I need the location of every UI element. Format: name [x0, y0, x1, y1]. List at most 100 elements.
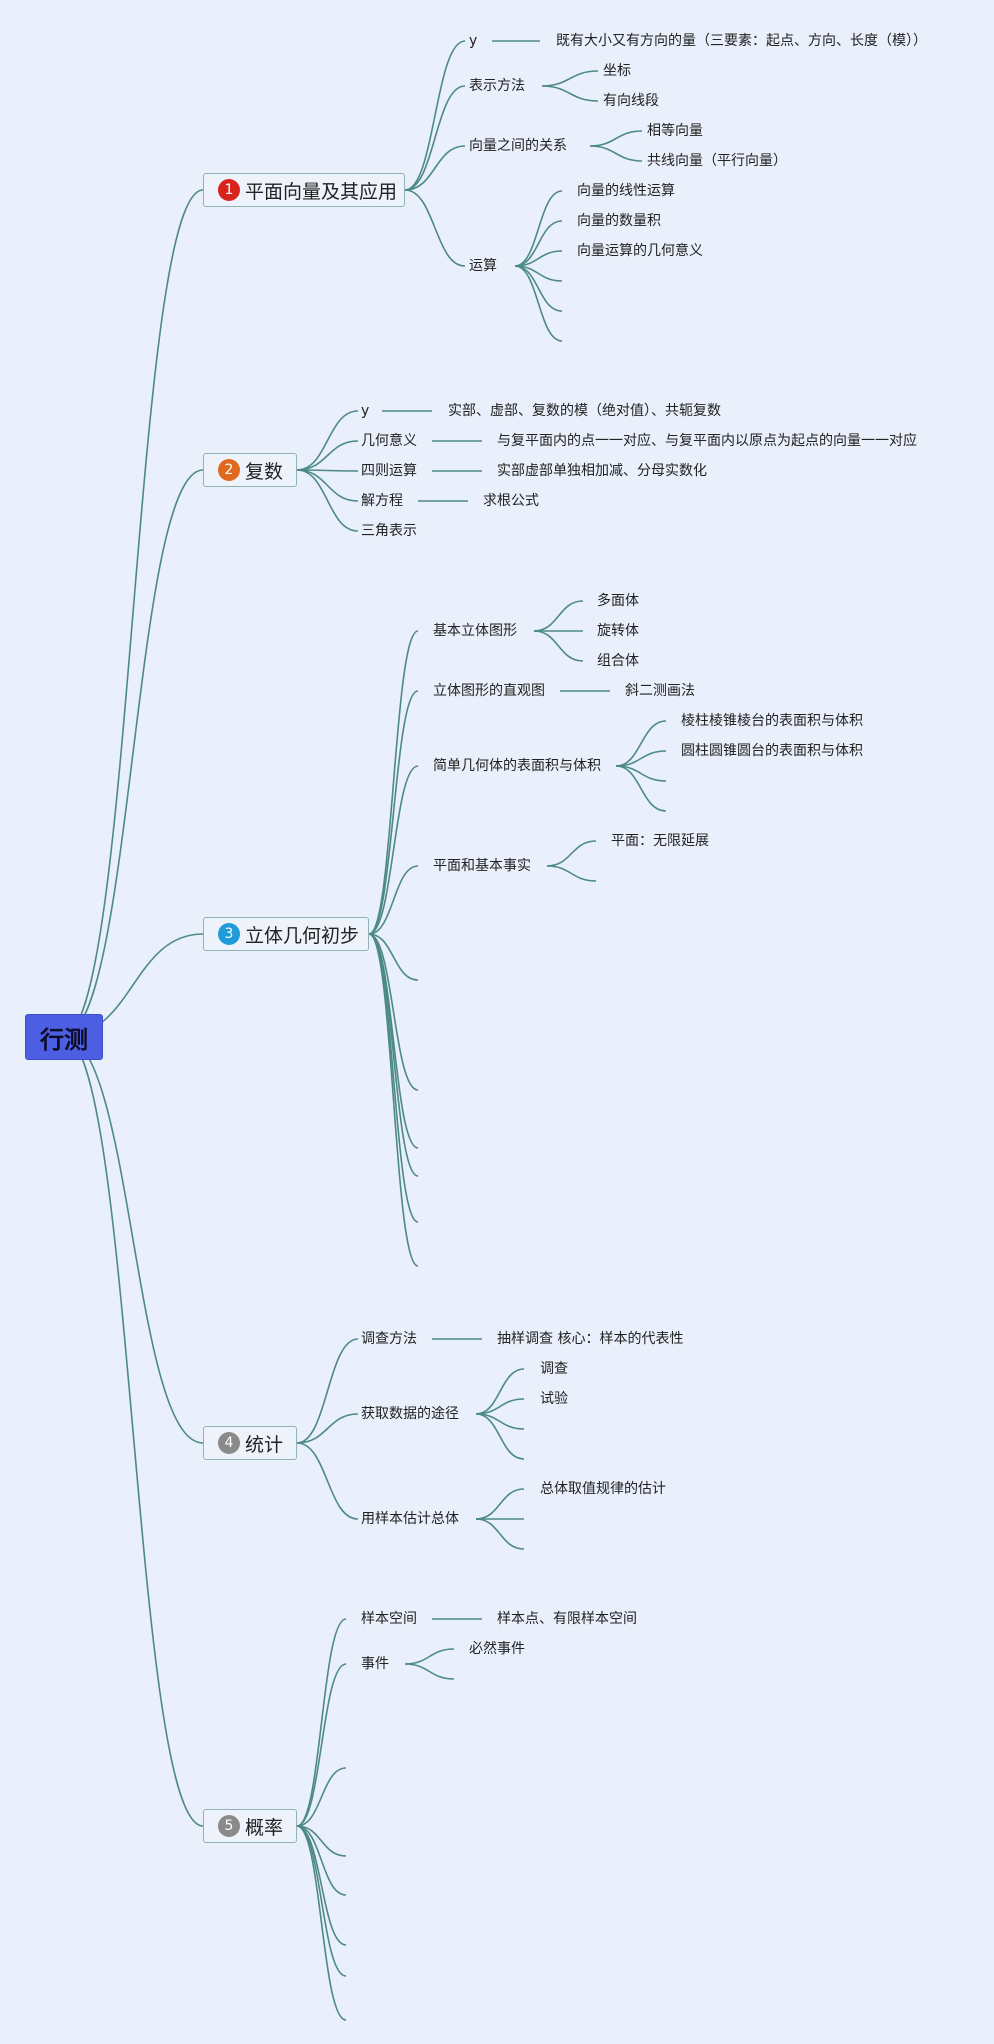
topic-to-subtopic-connector	[296, 469, 359, 502]
topic-to-subtopic-connector	[296, 1663, 347, 1827]
connector-curve	[615, 765, 667, 812]
detail-solid-of-revolution[interactable]: 旋转体	[597, 623, 639, 639]
topic-to-subtopic-connector	[296, 1767, 347, 1827]
connector-curve	[475, 1488, 525, 1520]
topic-number-badge: 2	[218, 459, 240, 481]
subtopic-sample-estimate[interactable]: 用样本估计总体	[361, 1511, 459, 1527]
detail-dot-product[interactable]: 向量的数量积	[577, 213, 661, 229]
topic-to-subtopic-connector	[296, 1825, 347, 1896]
topic-to-subtopic-connector	[296, 1338, 359, 1444]
topic-to-subtopic-connector	[368, 865, 419, 935]
detail-directed-segment[interactable]: 有向线段	[603, 93, 659, 109]
detail-geometric-meaning[interactable]: 向量运算的几何意义	[577, 243, 703, 259]
detail-plane-infinite[interactable]: 平面：无限延展	[611, 833, 709, 849]
topic-to-subtopic-connector	[296, 469, 359, 532]
detail-coordinates[interactable]: 坐标	[603, 63, 631, 79]
subtopic-data-sources[interactable]: 获取数据的途径	[361, 1406, 459, 1422]
detail-linear-operations[interactable]: 向量的线性运算	[577, 183, 675, 199]
connector-curve	[589, 145, 643, 162]
detail-polyhedron[interactable]: 多面体	[597, 593, 639, 609]
root-to-topic-connector	[62, 1035, 204, 1444]
topic-to-subtopic-connector	[296, 1618, 347, 1827]
detail-sample-points[interactable]: 样本点、有限样本空间	[497, 1611, 637, 1627]
root-label: 行测	[40, 1025, 88, 1054]
subtopic-geometric-meaning[interactable]: 几何意义	[361, 433, 417, 449]
topic-to-subtopic-connector	[404, 40, 466, 191]
detail-cylinder-cone-frustum[interactable]: 圆柱圆锥圆台的表面积与体积	[681, 743, 863, 759]
subtopic-representation[interactable]: 表示方法	[469, 78, 525, 94]
connector-curve	[533, 600, 584, 632]
subtopic-y[interactable]: y	[361, 403, 370, 419]
detail-survey[interactable]: 调查	[540, 1361, 568, 1377]
connector-curve	[615, 720, 667, 767]
topic-number-badge: 4	[218, 1432, 240, 1454]
subtopic-arithmetic[interactable]: 四则运算	[361, 463, 417, 479]
topic-to-subtopic-connector	[404, 145, 466, 191]
connector-curve	[546, 865, 597, 882]
detail-equal-vectors[interactable]: 相等向量	[647, 123, 703, 139]
detail-collinear-vectors[interactable]: 共线向量（平行向量）	[647, 153, 787, 169]
detail-distribution-estimate[interactable]: 总体取值规律的估计	[540, 1481, 666, 1497]
subtopic-basic-solids[interactable]: 基本立体图形	[433, 623, 517, 639]
topic-to-subtopic-connector	[404, 85, 466, 191]
subtopic-solve-equations[interactable]: 解方程	[361, 493, 403, 509]
root-to-topic-connector	[62, 189, 204, 1037]
topic-solid-geometry[interactable]: 3 立体几何初步	[203, 917, 369, 951]
topic-to-subtopic-connector	[368, 933, 419, 1267]
topic-to-subtopic-connector	[296, 1825, 347, 2021]
topic-number-badge: 3	[218, 923, 240, 945]
topic-label: 概率	[245, 1816, 284, 1839]
subtopic-survey-methods[interactable]: 调查方法	[361, 1331, 417, 1347]
detail-composite-solid[interactable]: 组合体	[597, 653, 639, 669]
connector-curve	[475, 1413, 525, 1460]
subtopic-operations[interactable]: 运算	[469, 258, 497, 274]
detail-prism-pyramid-frustum[interactable]: 棱柱棱锥棱台的表面积与体积	[681, 713, 863, 729]
subtopic-intuitive-drawing[interactable]: 立体图形的直观图	[433, 683, 545, 699]
detail-sampling-survey[interactable]: 抽样调查 核心：样本的代表性	[497, 1331, 684, 1347]
topic-to-subtopic-connector	[296, 440, 359, 471]
detail-oblique-drawing[interactable]: 斜二测画法	[625, 683, 695, 699]
topic-to-subtopic-connector	[368, 933, 419, 1149]
topic-to-subtopic-connector	[368, 933, 419, 1091]
subtopic-surface-volume[interactable]: 简单几何体的表面积与体积	[433, 758, 601, 774]
root-to-topic-connector	[62, 1035, 204, 1827]
topic-complex-numbers[interactable]: 2 复数	[203, 453, 297, 487]
root-node[interactable]: 行测	[25, 1014, 103, 1060]
connector-curve	[546, 840, 597, 867]
subtopic-sample-space[interactable]: 样本空间	[361, 1611, 417, 1627]
connector-curve	[541, 85, 599, 102]
topic-label: 复数	[245, 460, 284, 483]
subtopic-events[interactable]: 事件	[361, 1656, 389, 1672]
topic-to-subtopic-connector	[368, 933, 419, 1223]
topic-to-subtopic-connector	[368, 630, 419, 935]
subtopic-trig-form[interactable]: 三角表示	[361, 523, 417, 539]
connector-curve	[404, 1663, 455, 1680]
connector-curve	[533, 630, 584, 662]
detail-arithmetic-rules[interactable]: 实部虚部单独相加减、分母实数化	[497, 463, 707, 479]
connector-curve	[475, 1518, 525, 1550]
topic-number-badge: 1	[218, 179, 240, 201]
topic-label: 平面向量及其应用	[245, 180, 398, 203]
subtopic-y[interactable]: y	[469, 33, 478, 49]
connector-curve	[514, 190, 563, 267]
connector-curve	[541, 70, 599, 87]
detail-complex-plane[interactable]: 与复平面内的点一一对应、与复平面内以原点为起点的向量一一对应	[497, 433, 917, 449]
detail-root-formula[interactable]: 求根公式	[483, 493, 539, 509]
detail-experiment[interactable]: 试验	[540, 1391, 568, 1407]
topic-plane-vectors[interactable]: 1 平面向量及其应用	[203, 173, 405, 207]
topic-to-subtopic-connector	[296, 1442, 359, 1520]
subtopic-vector-relations[interactable]: 向量之间的关系	[469, 138, 567, 154]
topic-to-subtopic-connector	[368, 690, 419, 935]
detail-complex-parts[interactable]: 实部、虚部、复数的模（绝对值）、共轭复数	[448, 403, 721, 419]
connector-curve	[514, 220, 563, 267]
topic-number-badge: 5	[218, 1815, 240, 1837]
subtopic-plane-axioms[interactable]: 平面和基本事实	[433, 858, 531, 874]
topic-to-subtopic-connector	[296, 1825, 347, 1977]
topic-probability[interactable]: 5 概率	[203, 1809, 297, 1843]
topic-statistics[interactable]: 4 统计	[203, 1426, 297, 1460]
detail-vector-definition[interactable]: 既有大小又有方向的量（三要素：起点、方向、长度（模））	[556, 33, 927, 49]
connector-curve	[589, 130, 643, 147]
detail-certain-event[interactable]: 必然事件	[469, 1641, 525, 1657]
topic-to-subtopic-connector	[296, 1413, 359, 1444]
